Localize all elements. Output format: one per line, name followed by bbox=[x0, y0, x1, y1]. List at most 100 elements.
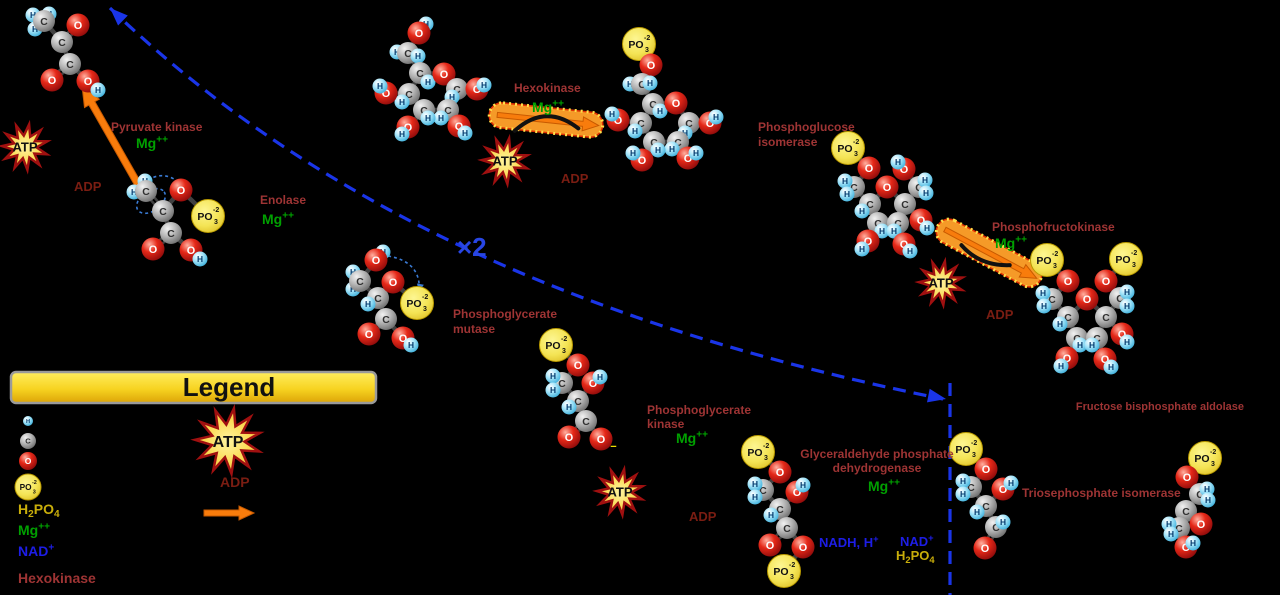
atom-label: O bbox=[365, 329, 374, 341]
atom-H bbox=[688, 145, 704, 161]
enzyme-enolase: Enolase bbox=[260, 193, 306, 207]
atom-label: C bbox=[850, 183, 858, 194]
atom-label: O bbox=[382, 88, 391, 100]
atom-label: O bbox=[793, 487, 802, 499]
po3-superscript: -2 bbox=[213, 207, 219, 214]
atp-label: ATP bbox=[213, 434, 244, 451]
atom-label: H bbox=[1204, 484, 1210, 494]
atom-C bbox=[51, 31, 73, 53]
atom-label: O bbox=[1197, 519, 1206, 531]
po3-superscript: -2 bbox=[1210, 449, 1216, 456]
po3-superscript: -2 bbox=[1131, 250, 1137, 257]
atom-H bbox=[561, 399, 577, 415]
atom-H bbox=[650, 142, 666, 158]
arrow-legend bbox=[203, 505, 256, 521]
atom-label: C bbox=[404, 49, 412, 60]
atom-label: C bbox=[915, 183, 923, 194]
atom-H bbox=[890, 154, 906, 170]
atom-PO3 bbox=[949, 432, 983, 466]
po3-subscript: 3 bbox=[1211, 461, 1215, 468]
atom-H bbox=[652, 103, 668, 119]
atp-starburst bbox=[914, 256, 967, 310]
atom-label: C bbox=[25, 437, 31, 446]
atom-H bbox=[457, 125, 473, 141]
legend-h2po4: H2​PO4​ bbox=[18, 501, 60, 520]
atom-O bbox=[66, 13, 90, 37]
atom-H bbox=[902, 243, 918, 259]
atom-label: H bbox=[657, 106, 663, 116]
capsule-arrow bbox=[943, 226, 1038, 279]
atom-C bbox=[160, 222, 182, 244]
atom-label: C bbox=[1175, 524, 1183, 535]
atom-label: O bbox=[864, 236, 873, 248]
legend-title: Legend bbox=[183, 372, 275, 402]
atom-label: H bbox=[922, 175, 928, 185]
atom-H bbox=[410, 48, 426, 64]
adp-pfk: ADP bbox=[986, 307, 1014, 322]
atom-label: C bbox=[638, 80, 646, 91]
enzyme-hexokinase: Hexokinase bbox=[514, 81, 581, 95]
atom-label: O bbox=[415, 28, 424, 40]
po3-subscript: 3 bbox=[214, 219, 218, 226]
atom-label: H bbox=[449, 92, 455, 102]
atom-O bbox=[768, 460, 792, 484]
atom-H bbox=[1119, 284, 1135, 300]
atom-label: H bbox=[408, 340, 414, 350]
atom-label: H bbox=[597, 372, 603, 382]
atom-label: H bbox=[924, 223, 930, 233]
atom-label: H bbox=[1124, 287, 1130, 297]
adp-pgk: ADP bbox=[689, 509, 717, 524]
atp-label: ATP bbox=[928, 276, 953, 291]
enzyme-aldolase: Fructose bisphosphate aldolase bbox=[1076, 401, 1244, 413]
atom-O bbox=[973, 536, 997, 560]
capsule-glow-edge bbox=[487, 101, 605, 139]
atom-label: H bbox=[1108, 362, 1114, 372]
atp-starburst bbox=[0, 119, 52, 175]
atom-label: H bbox=[768, 510, 774, 520]
atom-label: H bbox=[377, 81, 383, 91]
po3-superscript: -2 bbox=[1052, 251, 1058, 258]
po3-label: PO bbox=[1115, 254, 1130, 266]
atom-O bbox=[1056, 269, 1080, 293]
atom-H bbox=[1185, 535, 1201, 551]
atom-H bbox=[1199, 481, 1215, 497]
atom-label: H bbox=[95, 85, 101, 95]
po3-subscript: 3 bbox=[562, 348, 566, 355]
atom-O bbox=[875, 175, 899, 199]
atom-H bbox=[394, 94, 410, 110]
po3-subscript: 3 bbox=[33, 489, 36, 495]
po3-subscript: 3 bbox=[423, 306, 427, 313]
atom-label: O bbox=[597, 434, 606, 446]
atom-label: H bbox=[1008, 478, 1014, 488]
atom-label: O bbox=[1101, 354, 1110, 366]
atom-label: H bbox=[844, 189, 850, 199]
atom-label: O bbox=[372, 255, 381, 267]
atom-O bbox=[141, 237, 165, 261]
reactions-layer bbox=[81, 84, 1044, 521]
atom-label: C bbox=[142, 187, 150, 198]
atom-label: C bbox=[167, 229, 175, 240]
atom-label: C bbox=[159, 207, 167, 218]
atom-PO3 bbox=[539, 328, 573, 362]
atom-label: C bbox=[1102, 313, 1110, 324]
po3-superscript: -2 bbox=[32, 480, 37, 486]
capsule-arrow bbox=[496, 111, 600, 132]
atom-H bbox=[763, 507, 779, 523]
atom-label: H bbox=[630, 148, 636, 158]
atom-label: C bbox=[574, 397, 582, 408]
po3-subscript: 3 bbox=[790, 574, 794, 581]
atom-label: O bbox=[1063, 353, 1072, 365]
atom-label: O bbox=[1182, 542, 1191, 554]
atom-label: H bbox=[197, 254, 203, 264]
atom-O bbox=[1075, 287, 1099, 311]
atom-H bbox=[919, 220, 935, 236]
shift-arc bbox=[147, 174, 184, 187]
atom-label: H bbox=[32, 24, 38, 34]
po3-superscript: -2 bbox=[971, 440, 977, 447]
atom-H bbox=[995, 514, 1011, 530]
po3-label: PO bbox=[1194, 453, 1209, 465]
atom-O bbox=[357, 322, 381, 346]
atom-label: C bbox=[776, 505, 784, 516]
